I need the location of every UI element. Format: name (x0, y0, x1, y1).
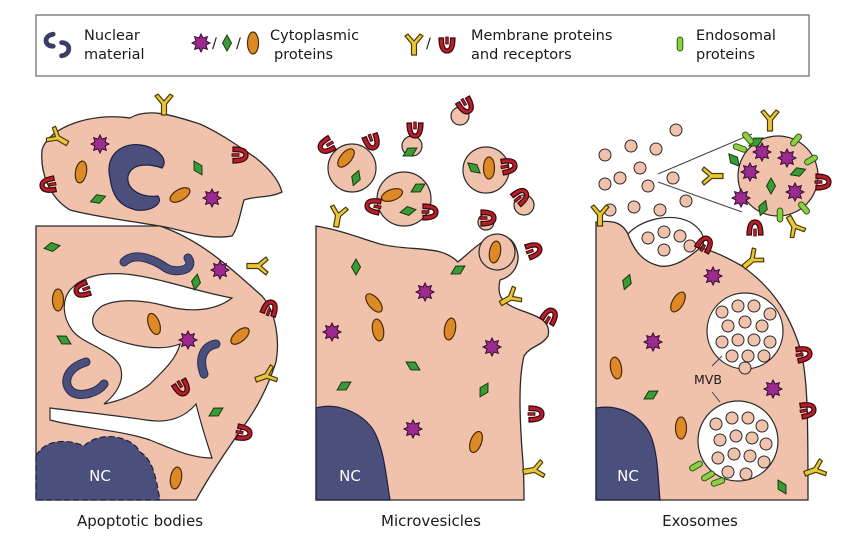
legend-membrane-line2: and receptors (471, 47, 572, 63)
endosomal-protein-icon (676, 36, 684, 52)
nc-label: NC (617, 467, 639, 485)
panel-microvesicles: NC (314, 94, 562, 530)
exosome-particle (747, 299, 761, 313)
nuclear-fragment (108, 144, 165, 211)
exosome-particle (759, 437, 773, 451)
exosome-particle (731, 333, 745, 347)
exosome-particle (679, 194, 693, 208)
nucleus-nc (35, 436, 161, 501)
caption-exosomes: Exosomes (662, 512, 738, 530)
legend-frame (35, 14, 810, 77)
panel-exosomes: NC MVB (590, 109, 832, 530)
legend: Nuclear material / / Cytoplasmic protein… (35, 14, 810, 77)
exosome-particle (627, 200, 641, 214)
exosome-particle (598, 148, 612, 162)
exosome-particle (731, 299, 745, 313)
exosome-particle (757, 455, 771, 469)
exosome-particle (738, 361, 752, 375)
panel-apoptotic-bodies: NC Apoptotic bodies (35, 93, 283, 530)
exosome-particle (657, 225, 671, 239)
exosome-particle (725, 349, 739, 363)
legend-separator-3: / (426, 36, 431, 52)
exosome-particle (763, 307, 777, 321)
cytoplasmic-oval-icon (246, 31, 260, 55)
legend-nuclear-line2: material (84, 47, 145, 63)
legend-membrane-line1: Membrane proteins (471, 28, 612, 44)
exosome-particle (613, 171, 627, 185)
exosome-particle (741, 411, 755, 425)
caption-apoptotic-bodies: Apoptotic bodies (77, 512, 203, 530)
exosome-particle (669, 123, 683, 137)
legend-nuclear-line1: Nuclear (84, 28, 140, 44)
exosome-particle (721, 465, 735, 479)
exosome-particle (624, 139, 638, 153)
exosome-particle (715, 335, 729, 349)
legend-separator-1: / (212, 36, 217, 52)
legend-cytoplasmic-line2: proteins (274, 47, 333, 63)
legend-endosomal-line1: Endosomal (696, 28, 776, 44)
exosome-particle (713, 433, 727, 447)
exosome-particle (641, 179, 655, 193)
exosome-particle (755, 419, 769, 433)
legend-separator-2: / (236, 36, 241, 52)
exosome-particle (633, 161, 647, 175)
exosome-particles (598, 123, 777, 481)
exosome-particle (709, 417, 723, 431)
exosome-particle (763, 335, 777, 349)
exosome-particle (739, 467, 753, 481)
bleb-gap-lower (49, 402, 213, 459)
legend-cytoplasmic-line1: Cytoplasmic (270, 28, 359, 44)
exosome-particle (715, 305, 729, 319)
exosome-particle (649, 142, 663, 156)
nc-label: NC (339, 467, 361, 485)
bleb-gap-upper (63, 272, 234, 405)
exosome-particle (738, 315, 752, 329)
nc-label: NC (89, 467, 111, 485)
exosome-particle (755, 319, 769, 333)
exosome-particle (741, 349, 755, 363)
cytoplasmic-star-icon (191, 33, 211, 53)
caption-microvesicles: Microvesicles (381, 512, 481, 530)
exosome-particle (653, 203, 667, 217)
exosome-particle (657, 243, 671, 257)
exosome-particle (641, 231, 655, 245)
exosome-particle (673, 229, 687, 243)
exosome-particle (725, 411, 739, 425)
exosome-particle (711, 451, 725, 465)
exosome-particle (598, 177, 612, 191)
nucleus-nc (315, 405, 391, 501)
exosome-particle (745, 431, 759, 445)
exosome-particle (729, 429, 743, 443)
legend-endosomal-line2: proteins (696, 47, 755, 63)
exosome-particle (747, 333, 761, 347)
exosome-particle (727, 447, 741, 461)
exosome-particle (743, 449, 757, 463)
exosome-particle (757, 349, 771, 363)
endocytic-invagination (627, 216, 705, 267)
exosome-particle (666, 171, 680, 185)
mvb-label: MVB (694, 372, 722, 387)
exosome-particle (721, 319, 735, 333)
nucleus-nc (595, 406, 661, 501)
